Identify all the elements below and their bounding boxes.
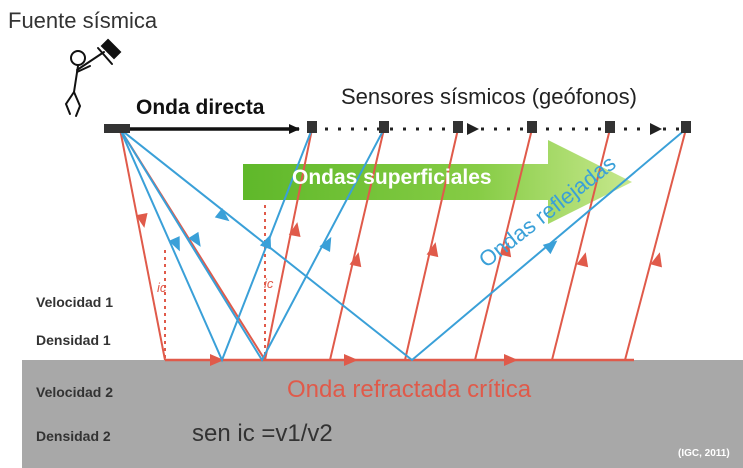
layer2-density-label: Densidad 2 xyxy=(36,428,111,444)
geophone-3 xyxy=(453,121,463,133)
reflected-ray-3-arrow-up xyxy=(542,240,558,255)
source-plate xyxy=(104,124,130,133)
critical-angle-label-2: ic xyxy=(264,276,274,291)
reflected-ray-1-arrow-down xyxy=(168,236,180,252)
incident-ray-1 xyxy=(119,128,166,361)
refracted-arrow-1 xyxy=(210,354,224,366)
refracted-ray-2-arrow xyxy=(349,252,362,268)
source-credit: (IGC, 2011) xyxy=(678,448,730,459)
refracted-arrow-2 xyxy=(344,354,358,366)
refracted-ray-1-arrow xyxy=(288,222,301,238)
geophone-2 xyxy=(379,121,389,133)
refracted-ray-5 xyxy=(551,128,611,361)
refracted-wave-label: Onda refractada crítica xyxy=(287,376,532,403)
seismic-source-title: Fuente sísmica xyxy=(8,8,158,33)
refracted-ray-1 xyxy=(264,128,313,361)
snell-formula: sen ic =v1/v2 xyxy=(192,420,333,447)
lower-layer xyxy=(22,360,743,468)
surface-waves-arrow xyxy=(243,140,632,224)
surface-waves-label: Ondas superficiales xyxy=(292,166,492,189)
refracted-ray-5-arrow xyxy=(576,252,589,268)
refracted-ray-2 xyxy=(329,128,385,361)
refracted-ray-3-arrow xyxy=(426,242,439,258)
incident-ray-1-arrow xyxy=(135,212,148,228)
direct-wave-label: Onda directa xyxy=(136,96,265,119)
reflected-ray-2-arrow-up xyxy=(319,236,332,252)
geophone-6 xyxy=(681,121,691,133)
sensor-line-arrow-1 xyxy=(467,123,479,135)
hammer-operator-figure xyxy=(64,38,122,117)
reflected-ray-3-arrow-down xyxy=(214,207,230,222)
sensor-line-arrow-2 xyxy=(650,123,662,135)
geophone-5 xyxy=(605,121,615,133)
refracted-ray-6-arrow xyxy=(650,252,662,268)
refracted-ray-4 xyxy=(474,128,533,361)
reflected-ray-1 xyxy=(119,128,313,363)
refracted-ray-6 xyxy=(624,128,687,361)
refracted-ray-3 xyxy=(404,128,459,361)
refracted-ray-4-arrow xyxy=(499,242,512,258)
critical-angle-label-1: ic xyxy=(157,280,167,295)
layer1-density-label: Densidad 1 xyxy=(36,332,111,348)
reflected-ray-2 xyxy=(119,128,385,363)
refracted-arrow-3 xyxy=(504,354,518,366)
reflected-ray-1-arrow-up xyxy=(259,234,272,250)
geophone-4 xyxy=(527,121,537,133)
reflected-ray-2-arrow-down xyxy=(188,231,201,247)
sensors-label: Sensores sísmicos (geófonos) xyxy=(341,84,637,109)
reflected-ray-3 xyxy=(119,128,687,362)
layer1-velocity-label: Velocidad 1 xyxy=(36,294,114,310)
geophone-1 xyxy=(307,121,317,133)
layer2-velocity-label: Velocidad 2 xyxy=(36,384,114,400)
